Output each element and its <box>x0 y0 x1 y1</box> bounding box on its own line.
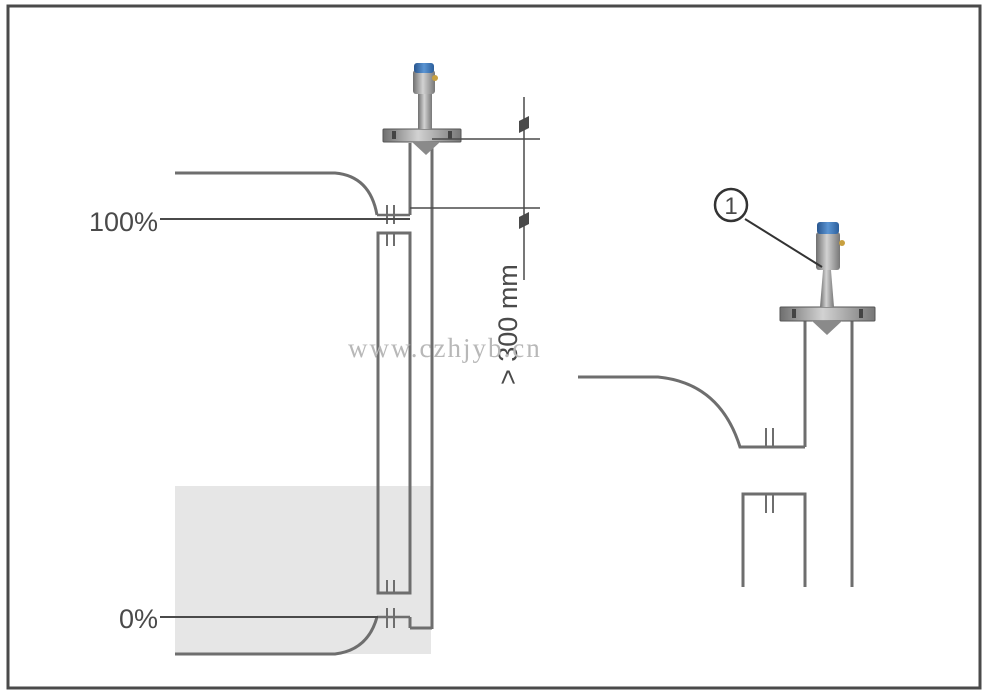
tank-detail-wall <box>578 375 805 449</box>
radar-sensor-right <box>779 222 876 335</box>
radar-sensor-left <box>382 63 462 155</box>
label-distance: > 300 mm <box>493 264 523 385</box>
left-installation: 100% 0% > 300 mm <box>89 63 540 656</box>
label-100-percent: 100% <box>89 207 158 237</box>
callout-number: 1 <box>724 193 737 220</box>
tank-lower-wall <box>175 616 379 656</box>
outer-frame <box>6 4 982 690</box>
right-installation: 1 <box>578 187 876 587</box>
label-0-percent: 0% <box>119 604 158 634</box>
callout-circle <box>713 187 749 223</box>
callout-leader <box>744 218 823 268</box>
tank-upper-wall <box>175 171 379 216</box>
tank-side-wall <box>376 231 412 595</box>
watermark: www.czhjyb.cn <box>348 333 542 363</box>
liquid-area <box>175 486 431 654</box>
